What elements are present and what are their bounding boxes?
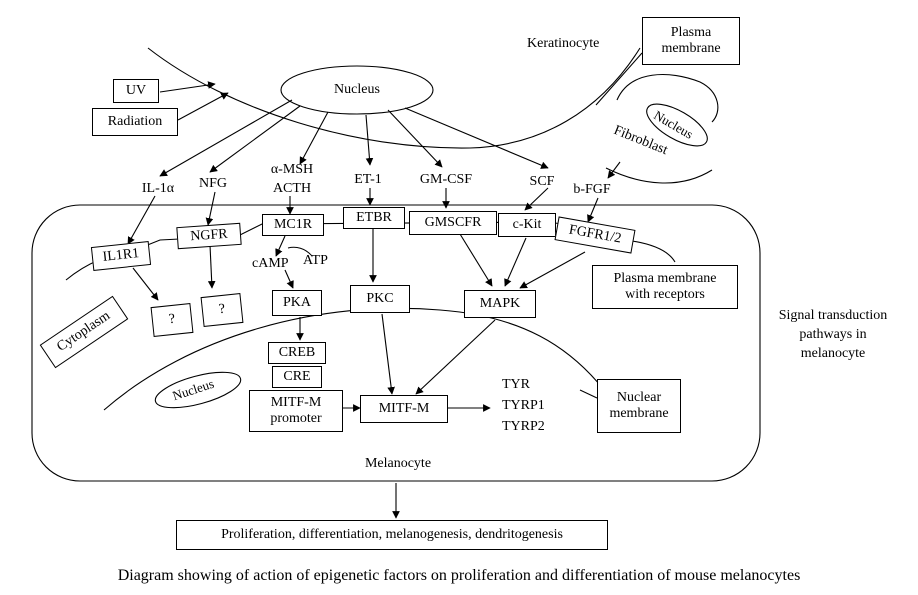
inner-plasma-membrane [65,221,676,281]
arrow-scf-ckit [524,187,549,211]
mitfm-promoter-box: MITF-M promoter [249,390,343,432]
nuclear-membrane-box: Nuclear membrane [597,379,681,433]
arrow-to-gmcsf [387,109,443,168]
gmcsf-label: GM-CSF [419,172,473,187]
keratinocyte-nucleus-label: Nucleus [334,82,380,97]
arrow-fgfr-mapk [519,251,586,289]
nuclear-membrane-pointer [579,389,598,399]
keratinocyte-nucleus-ellipse [280,65,434,115]
plasma-membrane-receptors-line1: Plasma membrane [613,271,717,286]
arrow-pkc-mitfm [381,313,395,395]
mapk-box: MAPK [464,290,536,318]
arrow-uv [159,81,216,93]
gmscfr-receptor: GMSCFR [409,211,497,235]
melanocyte-label: Melanocyte [364,456,432,471]
mitfm-box: MITF-M [360,395,448,423]
arrow-bfgf-fgfr [587,197,599,223]
bfgf-label: b-FGF [573,182,611,197]
pka-box: PKA [272,290,322,316]
fibroblast-outline-lower [605,167,713,184]
arrow-to-il1a [159,99,293,177]
arrow-il1r1-q1 [132,267,159,301]
ngfr-receptor: NGFR [176,222,242,250]
arrow-ckit-mapk [504,237,527,287]
signal-transduction-line1: Signal transduction [778,308,888,323]
amsh-label: α-MSH [270,162,314,177]
il1a-label: IL-1α [141,181,175,196]
creb-box: CREB [268,342,326,364]
tyrp2-label: TYRP2 [502,419,545,434]
arrow-nfg-ngfr [205,191,216,226]
plasma-membrane-line2: membrane [661,41,721,56]
plasma-membrane-receptors-box: Plasma membrane with receptors [592,265,738,309]
unknown-box-1: ? [150,302,194,338]
arrow-to-et1 [365,114,374,166]
signal-transduction-line3: melanocyte [800,346,866,361]
cre-box: CRE [272,366,322,388]
arrow-gmscfr-mapk [459,233,493,287]
mitfm-promoter-line2: promoter [270,411,322,426]
atp-label: ATP [303,253,328,268]
arrow-mc1r-camp [275,235,286,257]
nuclear-membrane-line1: Nuclear [616,390,662,405]
arrow-ngfr-q2 [207,244,216,289]
nuclear-membrane-arc [103,307,609,411]
mc1r-receptor: MC1R [262,214,324,236]
plasma-membrane-receptors-line2: with receptors [625,287,705,302]
keratinocyte-label: Keratinocyte [527,36,600,51]
outcome-box: Proliferation, differentiation, melanoge… [176,520,608,550]
tyr-label: TYR [502,377,530,392]
keratinocyte-membrane-curve [147,47,641,149]
mitfm-promoter-line1: MITF-M [270,395,322,410]
nfg-label: NFG [198,176,227,191]
plasma-membrane-box: Plasma membrane [642,17,740,65]
melanocyte-cell-outline [31,204,761,482]
arrow-to-scf [404,107,549,169]
plasma-membrane-line1: Plasma [670,25,712,40]
nuclear-membrane-line2: membrane [609,406,669,421]
uv-box: UV [113,79,159,103]
ckit-receptor: c-Kit [498,213,556,237]
arrow-radiation [177,92,229,121]
arrow-camp-pka [284,269,294,289]
plasma-membrane-pointer [595,52,643,106]
arrow-to-bfgf [607,161,621,179]
figure-caption: Diagram showing of action of epigenetic … [117,567,801,584]
radiation-box: Radiation [92,108,178,136]
arrow-mapk-mitfm [415,319,496,395]
fibroblast-nucleus-ellipse [646,103,708,147]
acth-label: ACTH [272,181,312,196]
fibroblast-outline [616,73,719,123]
scf-label: SCF [529,174,555,189]
unknown-box-2: ? [200,292,244,328]
arrow-il1a-il1r1 [127,195,156,245]
camp-label: cAMP [252,256,289,271]
pkc-box: PKC [350,285,410,313]
atp-line [287,246,313,257]
inner-nucleus-ellipse [154,371,242,409]
arrow-to-msh [299,111,329,165]
et1-label: ET-1 [354,172,382,187]
etbr-receptor: ETBR [343,207,405,229]
arrow-to-nfg [209,105,301,173]
signal-transduction-line2: pathways in [799,327,867,342]
tyrp1-label: TYRP1 [502,398,545,413]
